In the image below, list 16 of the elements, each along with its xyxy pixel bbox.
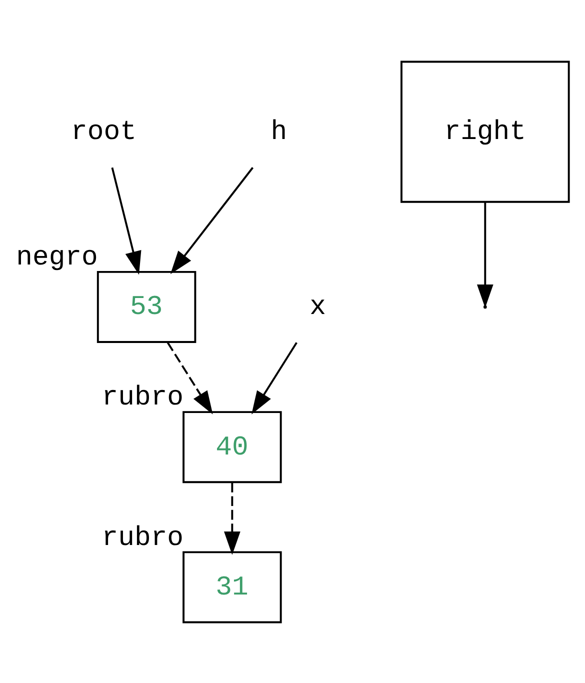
- node-label: rubro: [102, 382, 184, 414]
- arrow: [170, 166, 254, 274]
- node-box: 53: [96, 270, 196, 342]
- node-label: negro: [16, 242, 98, 274]
- arrow: [476, 201, 494, 308]
- node-text: x: [310, 292, 326, 323]
- node-box: right: [400, 60, 570, 202]
- node-text: h: [270, 116, 288, 148]
- arrow: [252, 342, 298, 414]
- node-box: 31: [182, 550, 282, 623]
- arrow: [166, 342, 213, 414]
- arrow: [224, 482, 240, 554]
- node-label: rubro: [102, 522, 184, 554]
- arrow: [111, 166, 142, 274]
- node-text: root: [71, 116, 136, 148]
- node-box: 40: [182, 410, 282, 483]
